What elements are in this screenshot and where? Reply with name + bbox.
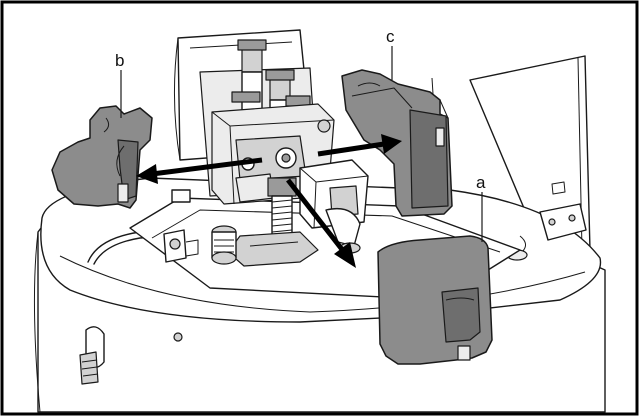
label-a: a [476, 173, 486, 192]
side-hose-connector [79, 326, 105, 385]
label-leader-lines [120, 46, 483, 242]
arrow-head-c-icon [381, 134, 402, 154]
front-screw-icon [173, 332, 183, 342]
label-c: c [386, 27, 395, 46]
arrow-to-c [317, 141, 385, 157]
arrow-to-b [151, 157, 263, 177]
valve-assembly [163, 39, 369, 267]
arrow-head-a-icon [334, 242, 356, 268]
removable-part-a [377, 235, 493, 365]
label-b: b [115, 51, 124, 70]
removal-arrows [136, 134, 402, 268]
removable-part-b [51, 105, 153, 209]
arrow-to-a [286, 178, 346, 254]
arrow-head-b-icon [136, 164, 158, 184]
